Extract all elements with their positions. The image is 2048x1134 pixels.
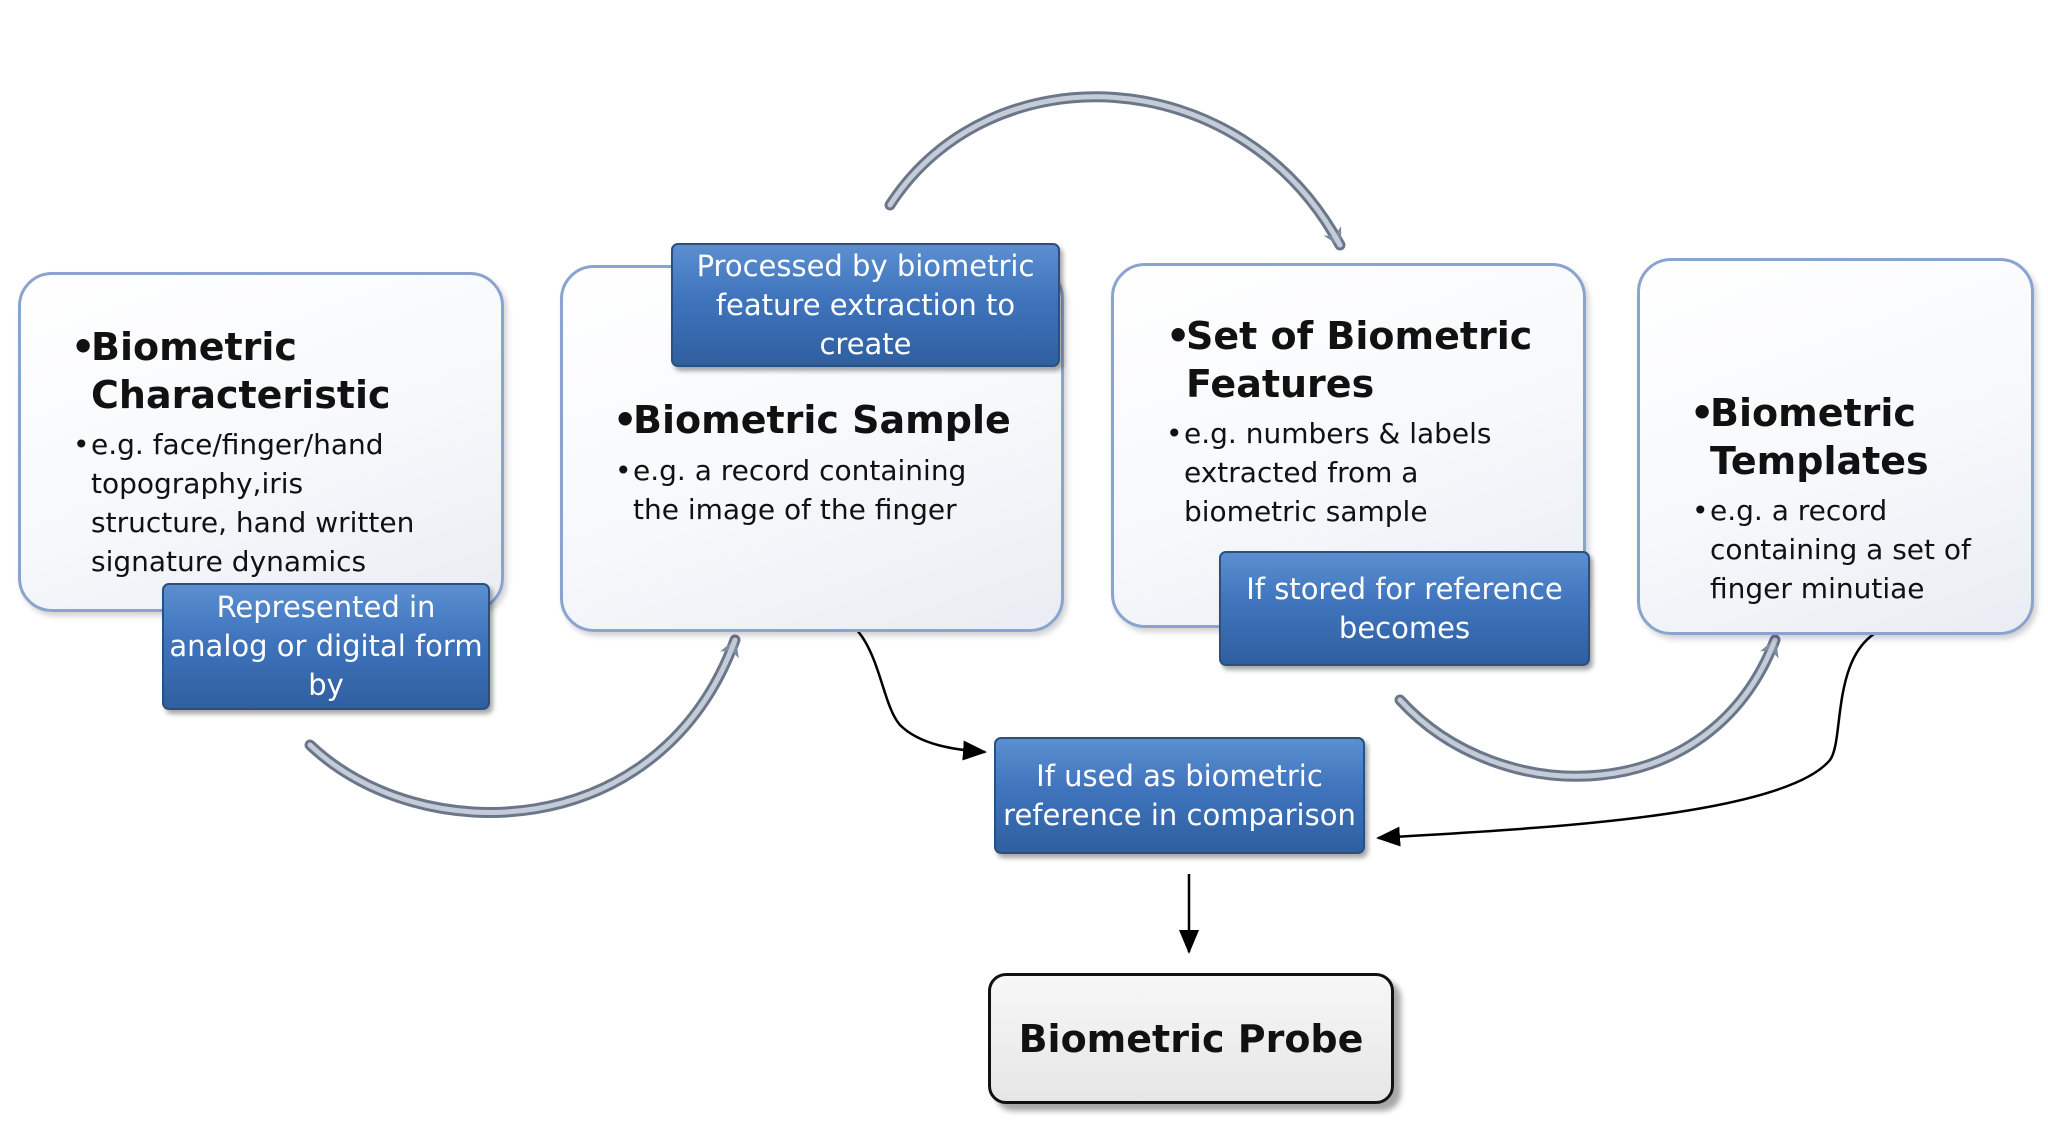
card-title: Biometric Characteristic: [91, 325, 391, 417]
bullet: •: [1166, 314, 1191, 358]
curved-arrow-features-to-templates: [1394, 634, 1781, 782]
bullet: •: [613, 398, 638, 442]
curved-arrow-sample-to-features: [884, 91, 1346, 251]
bullet: •: [1692, 494, 1709, 527]
card-description: e.g. face/finger/hand topography,iris st…: [91, 428, 415, 578]
arrow-sample-to-comparison: [825, 610, 987, 761]
transition-comparison-box: If used as biometric reference in compar…: [994, 737, 1365, 854]
arrow-templates-to-comparison: [1376, 626, 1886, 847]
curved-arrow-characteristic-to-sample: [304, 634, 741, 818]
card-title: Biometric Sample: [633, 398, 1011, 442]
bullet: •: [615, 454, 632, 487]
card-title: Set of Biometric Features: [1186, 314, 1533, 406]
bullet: •: [73, 428, 90, 461]
card-biometric-templates: • Biometric Templates • e.g. a record co…: [1637, 258, 2034, 635]
card-biometric-characteristic: • Biometric Characteristic • e.g. face/f…: [18, 272, 504, 612]
card-description: e.g. numbers & labels extracted from a b…: [1184, 417, 1492, 528]
biometric-probe-box: Biometric Probe: [988, 973, 1394, 1104]
card-description: e.g. a record containing the image of th…: [633, 454, 967, 526]
bullet: •: [1166, 417, 1183, 450]
bullet: •: [71, 325, 96, 369]
card-title: Biometric Templates: [1710, 391, 1929, 483]
bullet: •: [1690, 391, 1715, 435]
transition-processed-box: Processed by biometric feature extractio…: [671, 243, 1060, 367]
transition-stored-box: If stored for reference becomes: [1219, 551, 1590, 666]
card-description: e.g. a record containing a set of finger…: [1710, 494, 1971, 605]
transition-represented-box: Represented in analog or digital form by: [162, 583, 490, 710]
